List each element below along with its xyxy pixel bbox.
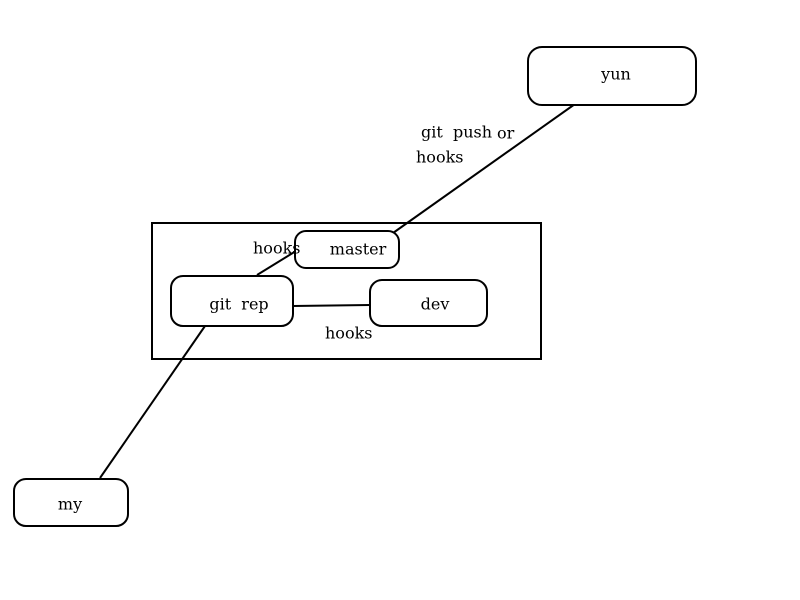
node-dev-label: dev	[421, 295, 450, 314]
node-master-label: master	[330, 240, 387, 259]
node-my: my	[13, 478, 129, 527]
edge-label-git-push: git push	[421, 123, 492, 142]
node-master: master	[294, 230, 400, 269]
node-my-label: my	[58, 495, 82, 514]
edge-label-or: or	[497, 124, 515, 143]
edge-yun-master	[392, 103, 576, 234]
edge-gitrep-my	[99, 325, 206, 479]
repository-container-box	[151, 222, 542, 360]
edge-label-hooks-top: hooks	[416, 148, 463, 167]
node-yun-label: yun	[600, 65, 631, 84]
node-git-rep-label: git rep	[209, 295, 268, 314]
node-yun: yun	[527, 46, 697, 106]
edge-master-gitrep	[256, 250, 297, 276]
edge-label-hooks-dev: hooks	[325, 324, 372, 343]
edge-gitrep-dev	[292, 304, 371, 307]
node-dev: dev	[369, 279, 488, 327]
edge-label-hooks-master: hooks	[253, 239, 300, 258]
node-git-rep: git rep	[170, 275, 294, 327]
